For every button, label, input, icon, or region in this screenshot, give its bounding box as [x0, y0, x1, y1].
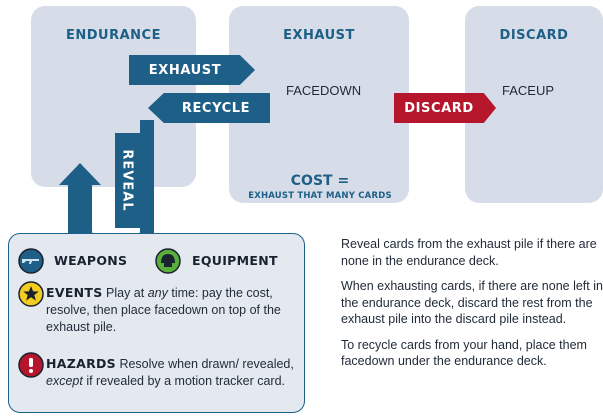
discard-state: FACEUP [502, 83, 555, 98]
recycle-action-label: RECYCLE [181, 100, 251, 116]
equipment-label: EQUIPMENT [192, 253, 278, 268]
cost-subtitle: EXHAUST THAT MANY CARDS [248, 191, 392, 201]
events-label: EVENTS [46, 285, 103, 300]
exhaust-title: EXHAUST [283, 28, 355, 43]
exhaust-state: FACEDOWN [286, 83, 362, 98]
cost-title: COST = [290, 173, 350, 189]
exhaust-action: EXHAUST [129, 55, 255, 85]
hazards-label: HAZARDS [46, 356, 116, 371]
reveal-action-label: REVEAL [120, 149, 135, 212]
discard-action: DISCARD [394, 93, 496, 123]
helmet-icon [155, 248, 181, 274]
weapons-label: WEAPONS [54, 253, 128, 268]
rules-text: Reveal cards from the exhaust pile if th… [341, 236, 603, 379]
reveal-action: REVEAL [115, 133, 140, 228]
rule-paragraph: To recycle cards from your hand, place t… [341, 337, 587, 369]
exclamation-icon [18, 352, 44, 378]
endurance-title: ENDURANCE [66, 28, 161, 43]
exhaust-action-label: EXHAUST [148, 62, 222, 78]
recycle-action: RECYCLE [148, 93, 270, 123]
discard-title: DISCARD [499, 28, 569, 43]
star-icon [18, 281, 44, 307]
rule-paragraph: Reveal cards from the exhaust pile if th… [341, 237, 597, 268]
events-description: EVENTS Play at any time: pay the cost, r… [46, 285, 281, 334]
rifle-icon [18, 248, 44, 274]
discard-action-label: DISCARD [404, 100, 474, 116]
hazards-description: HAZARDS Resolve when drawn/ revealed, ex… [46, 356, 294, 388]
rule-paragraph: When exhausting cards, if there are none… [341, 279, 603, 326]
card-type-legend: WEAPONS EQUIPMENT EVENTS Play at any tim… [8, 233, 305, 413]
